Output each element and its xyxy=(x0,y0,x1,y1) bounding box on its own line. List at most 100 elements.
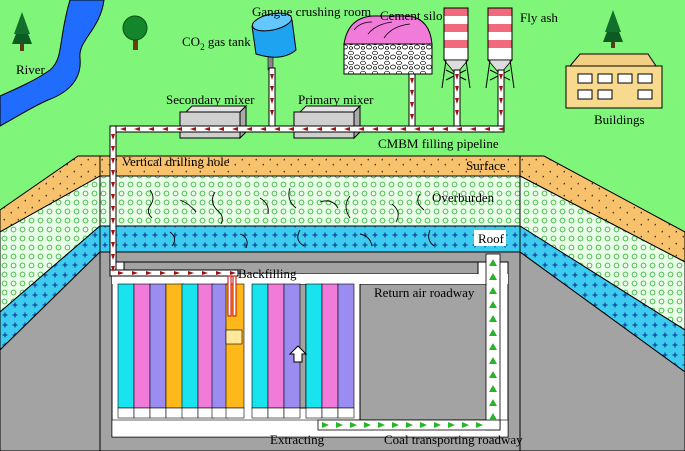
pipe-arrow-icon xyxy=(455,74,459,80)
pipe-arrow-icon xyxy=(344,127,350,131)
pipeline-flow-arrows xyxy=(111,74,504,275)
conveyor-arrow-icon xyxy=(489,385,497,392)
extracting-arrow-icon xyxy=(288,345,308,363)
label-cement-silo: Cement silo xyxy=(380,8,442,23)
pipe-arrow-icon xyxy=(111,206,115,212)
primary-mixer-icon xyxy=(293,104,362,140)
pipe-arrow-icon xyxy=(358,127,364,131)
pipe-arrow-icon xyxy=(498,127,504,131)
conveyor-arrow-icon xyxy=(322,422,329,428)
conveyor-arrow-icon xyxy=(406,422,413,428)
tree-right-icon xyxy=(603,10,623,48)
pipe-arrow-icon xyxy=(176,127,182,131)
pipe-arrow-icon xyxy=(120,127,126,131)
pipe-arrow-icon xyxy=(400,127,406,131)
backfill-strip xyxy=(267,283,285,409)
pipe-arrow-icon xyxy=(216,271,222,275)
tree-round-icon xyxy=(122,15,148,50)
conveyor-arrow-icon xyxy=(489,371,497,378)
pipe-arrow-icon xyxy=(499,86,503,92)
pipe-arrow-icon xyxy=(316,127,322,131)
pipe-arrow-icon xyxy=(270,98,274,104)
pipe-arrow-icon xyxy=(414,127,420,131)
cement-silo-icon xyxy=(441,7,471,89)
label-roof-bg xyxy=(474,230,506,246)
pipe-arrow-icon xyxy=(288,127,294,131)
conveyor-arrow-icon xyxy=(489,413,497,420)
label-cmbm-filling-pipeline: CMBM filling pipeline xyxy=(378,136,499,151)
conveyor-arrow-icon xyxy=(476,422,483,428)
pipe-arrow-icon xyxy=(260,127,266,131)
label-overburden: Overburden xyxy=(432,190,495,205)
filling-front xyxy=(225,329,243,345)
pipe-arrow-icon xyxy=(174,271,180,275)
buildings-icon xyxy=(565,53,663,109)
conveyor-arrow-icon xyxy=(489,357,497,364)
pipe-arrow-icon xyxy=(410,114,414,120)
backfill-strip xyxy=(149,283,167,409)
pipe-arrow-icon xyxy=(456,127,462,131)
pipe-arrow-icon xyxy=(499,98,503,104)
pipe-arrow-icon xyxy=(146,271,152,275)
backfill-strip xyxy=(165,283,185,409)
pipe-arrow-icon xyxy=(132,271,138,275)
backfill-strip-base xyxy=(149,407,167,419)
conveyor-arrow-icon xyxy=(392,422,399,428)
label-gangue-crushing-room: Gangue crushing room xyxy=(252,4,371,19)
label-buildings: Buildings xyxy=(594,112,645,127)
pipe-arrow-icon xyxy=(270,86,274,92)
backfill-strip xyxy=(117,283,135,409)
label-fly-ash: Fly ash xyxy=(520,10,558,25)
label-co2-subscript: 2 xyxy=(200,42,205,52)
label-roof: Roof xyxy=(478,231,505,246)
label-backfilling: Backfilling xyxy=(238,266,297,281)
pipe-arrow-icon xyxy=(162,127,168,131)
backfill-strip-base xyxy=(181,407,199,419)
backfill-strip-base xyxy=(251,407,269,419)
pipe-arrow-icon xyxy=(202,271,208,275)
label-co2-main: CO xyxy=(182,34,200,49)
pipe-arrow-icon xyxy=(499,110,503,116)
label-extracting: Extracting xyxy=(270,432,325,447)
pipe-arrow-icon xyxy=(160,271,166,275)
pipe-arrow-icon xyxy=(442,127,448,131)
pipe-arrow-icon xyxy=(111,218,115,224)
conveyor-arrow-icon xyxy=(420,422,427,428)
label-coal-transporting-roadway: Coal transporting roadway xyxy=(384,432,523,447)
label-surface: Surface xyxy=(466,158,506,173)
pipe-arrow-icon xyxy=(111,170,115,176)
conveyor-arrow-icon xyxy=(489,399,497,406)
label-secondary-mixer: Secondary mixer xyxy=(166,92,255,107)
pipe-arrow-icon xyxy=(218,127,224,131)
conveyor-arrow-icon xyxy=(489,259,497,266)
co2-tank-icon xyxy=(251,12,297,71)
backfill-strip-base xyxy=(165,407,185,419)
pipe-arrow-icon xyxy=(111,194,115,200)
conveyor-arrow-icon xyxy=(489,287,497,294)
backfill-strip xyxy=(181,283,199,409)
backfill-strip-base xyxy=(211,407,229,419)
pipe-arrow-icon xyxy=(428,127,434,131)
roof-layer xyxy=(99,225,521,253)
conveyor-arrow-icon xyxy=(489,329,497,336)
overburden-layer xyxy=(99,175,521,227)
backfill-strip-base xyxy=(337,407,355,419)
pipe-arrow-icon xyxy=(372,127,378,131)
backfill-strip-base xyxy=(305,407,323,419)
backfill-strip-base xyxy=(267,407,285,419)
pipe-arrow-icon xyxy=(410,78,414,84)
conveyor-flow-arrows xyxy=(322,259,497,428)
return-air-roadway-lane xyxy=(112,274,508,284)
pipe-arrow-icon xyxy=(499,74,503,80)
pipe-arrow-icon xyxy=(111,146,115,152)
pipe-arrow-icon xyxy=(455,98,459,104)
backfill-strip xyxy=(337,283,355,409)
conveyor-arrow-icon xyxy=(448,422,455,428)
backfill-strip xyxy=(251,283,269,409)
pipe-arrow-icon xyxy=(484,127,490,131)
pipe-arrow-icon xyxy=(230,271,236,275)
pipe-arrow-icon xyxy=(148,127,154,131)
conveyor-arrow-icon xyxy=(364,422,371,428)
